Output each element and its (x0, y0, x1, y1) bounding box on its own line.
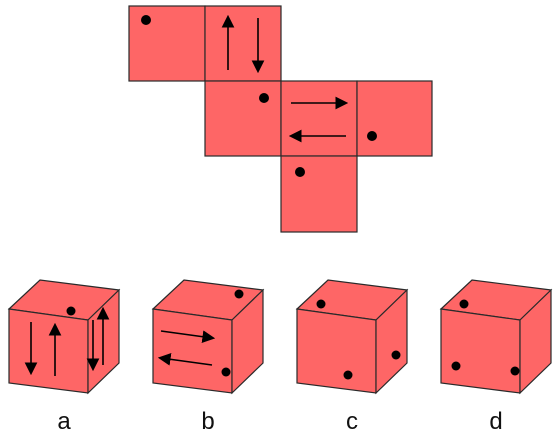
option-label-a: a (57, 408, 71, 435)
option-label-d: d (489, 408, 503, 435)
option-label-c: c (346, 408, 358, 435)
cube-b-side-dot (221, 367, 231, 377)
net-face-2 (204, 5, 282, 82)
cube-a-top-dot (66, 306, 76, 316)
net-face-6 (280, 155, 358, 233)
option-cube-c[interactable] (295, 279, 409, 395)
net-face-3 (204, 80, 282, 157)
net-face-5 (356, 80, 433, 157)
option-cube-d[interactable] (439, 279, 553, 395)
net-face-6-dot (295, 167, 305, 177)
option-cube-b[interactable] (151, 279, 265, 395)
net-face-1-dot (141, 15, 151, 25)
cube-net (128, 5, 433, 233)
option-label-b: b (201, 408, 215, 435)
option-cube-a[interactable] (7, 279, 121, 395)
cube-b-top-dot (234, 289, 244, 299)
cube-b-front-arrow-left (157, 352, 213, 366)
net-face-5-dot (367, 131, 377, 141)
cube-d-side-dot (510, 366, 520, 376)
cube-d-front-dot (451, 361, 461, 371)
net-face-3-dot (259, 93, 269, 103)
cube-c-front-dot (343, 370, 353, 380)
net-face-4 (280, 80, 358, 157)
net-face-1 (128, 5, 206, 82)
cube-d-top-dot (459, 299, 469, 309)
cube-b-front-arrow-right (160, 330, 216, 344)
cube-c-side-dot (391, 350, 401, 360)
cube-c-top-dot (316, 299, 326, 309)
